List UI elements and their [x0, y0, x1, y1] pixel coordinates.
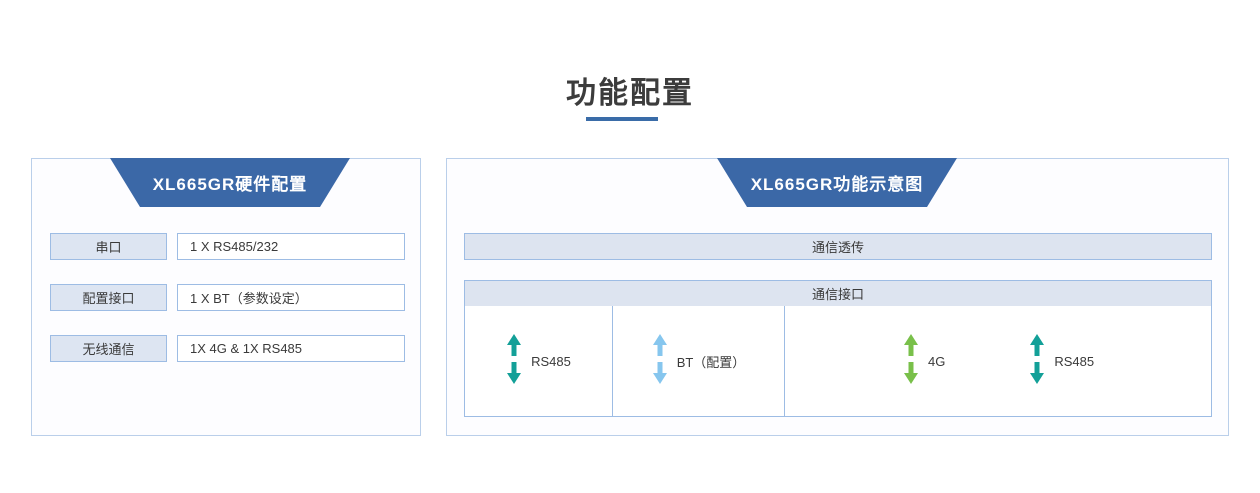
hardware-config-banner: XL665GR硬件配置	[110, 158, 350, 207]
hardware-config-card: XL665GR硬件配置 串口 1 X RS485/232 配置接口 1 X BT…	[31, 158, 421, 436]
spec-row: 无线通信 1X 4G & 1X RS485	[50, 335, 405, 362]
transparent-transmission-bar: 通信透传	[464, 233, 1212, 260]
interface-item: RS485	[1029, 333, 1095, 389]
spec-value: 1 X BT（参数设定）	[177, 284, 405, 311]
interface-item: 4G	[903, 333, 946, 389]
spec-value: 1 X RS485/232	[177, 233, 405, 260]
spec-value: 1X 4G & 1X RS485	[177, 335, 405, 362]
interface-cell-wireless: 4G RS485	[785, 306, 1211, 416]
interface-label: RS485	[531, 353, 571, 369]
double-arrow-vertical-icon	[903, 333, 919, 389]
interface-cell-bt: BT（配置）	[613, 306, 785, 416]
spec-label: 配置接口	[50, 284, 167, 311]
interface-item: RS485	[506, 333, 571, 389]
interface-label: BT（配置）	[676, 354, 746, 370]
spec-row: 串口 1 X RS485/232	[50, 233, 405, 260]
spec-row: 配置接口 1 X BT（参数设定）	[50, 284, 405, 311]
spec-label: 无线通信	[50, 335, 167, 362]
function-diagram-banner: XL665GR功能示意图	[717, 158, 957, 207]
interface-label: RS485	[1054, 353, 1095, 369]
double-arrow-vertical-icon	[506, 333, 522, 389]
interface-cell-rs485: RS485	[465, 306, 613, 416]
spec-label: 串口	[50, 233, 167, 260]
page-title: 功能配置	[566, 77, 694, 110]
interface-cells-container: RS485 BT（配置）	[464, 306, 1212, 417]
interface-label: 4G	[928, 353, 946, 369]
title-underline	[586, 117, 658, 121]
function-diagram-card: XL665GR功能示意图 通信透传 通信接口 RS485	[446, 158, 1229, 436]
double-arrow-vertical-icon	[1029, 333, 1045, 389]
interface-item: BT（配置）	[652, 333, 746, 389]
double-arrow-vertical-icon	[652, 333, 668, 389]
communication-interface-bar: 通信接口	[464, 280, 1212, 307]
